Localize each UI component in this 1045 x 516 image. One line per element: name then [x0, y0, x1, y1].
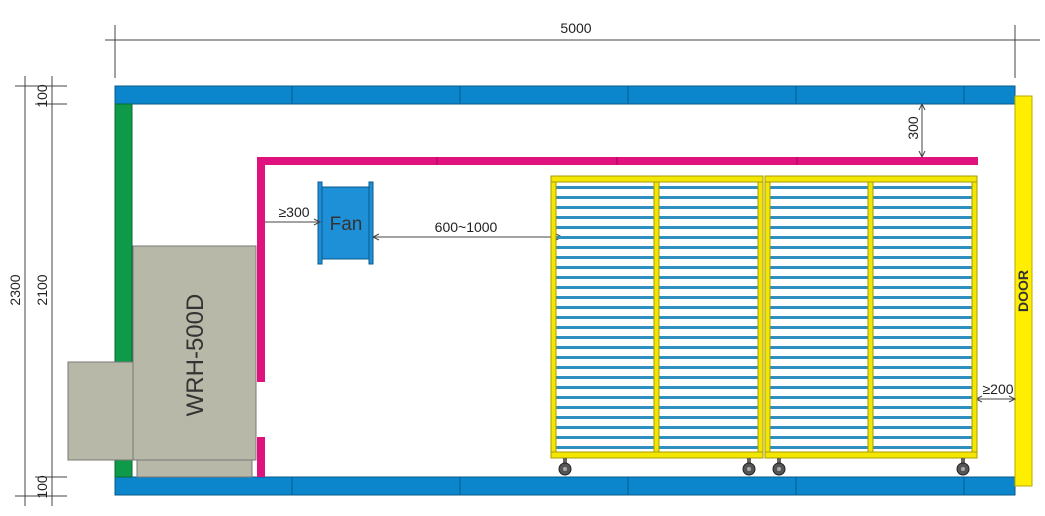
total-height-label: 2300 — [7, 274, 23, 305]
rack-to-door-dimension: ≥200 — [974, 381, 1017, 403]
inner-height-label: 2100 — [34, 274, 50, 305]
fan-label: Fan — [330, 214, 363, 235]
rack-wheel-mount — [961, 458, 965, 464]
fan-to-rack-dimension: 600~1000 — [371, 219, 564, 241]
rack-post — [764, 175, 771, 459]
rack-wheel-mount — [777, 458, 781, 464]
rack-wheel-hub — [747, 467, 751, 471]
bottom-wall — [114, 476, 1016, 496]
fan: Fan — [317, 181, 374, 265]
air-duct — [257, 157, 978, 477]
fan-clearance-label: ≥300 — [278, 204, 309, 220]
ceiling-clearance-label: 300 — [905, 116, 921, 140]
width-dimension: 5000 — [105, 20, 1040, 78]
rack-to-door-label: ≥200 — [982, 381, 1013, 397]
height-dimensions: 2300 2100 100 100 — [7, 76, 67, 506]
rack-wheel-mount — [563, 458, 567, 464]
width-label: 5000 — [560, 20, 591, 36]
drying-racks — [550, 175, 978, 476]
rack-post — [867, 175, 874, 459]
rack-wheel-hub — [961, 467, 965, 471]
rack-top-rail — [550, 175, 764, 183]
bottom-wall-label: 100 — [34, 475, 50, 499]
top-wall — [114, 85, 1016, 105]
rack-wheel-hub — [777, 467, 781, 471]
fan-clearance-dimension: ≥300 — [265, 204, 322, 226]
rack-post — [550, 175, 557, 459]
door-label: DOOR — [1015, 270, 1031, 312]
rack-bottom-rail — [764, 451, 978, 459]
rack-post — [757, 175, 764, 459]
ceiling-clearance-dimension: 300 — [905, 102, 926, 159]
rack-bottom-rail — [550, 451, 764, 459]
rack-post — [653, 175, 660, 459]
unit-label: WRH-500D — [182, 294, 209, 417]
heat-pump-unit: WRH-500D — [67, 245, 257, 478]
top-wall-label: 100 — [34, 84, 50, 108]
door: DOOR — [1014, 95, 1033, 487]
rack-wheel-mount — [747, 458, 751, 464]
rack-post — [971, 175, 978, 459]
rack-top-rail — [764, 175, 978, 183]
rack-wheel-hub — [563, 467, 567, 471]
fan-to-rack-label: 600~1000 — [435, 219, 498, 235]
